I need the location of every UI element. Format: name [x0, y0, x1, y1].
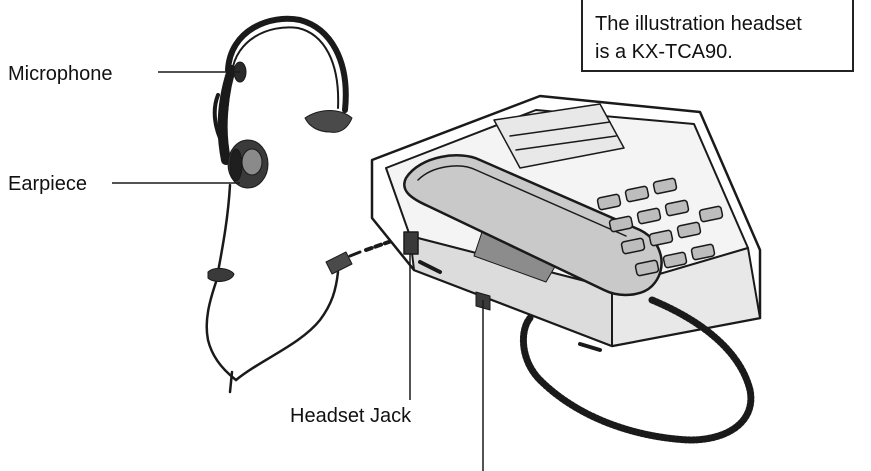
headset-jack-label: Headset Jack	[290, 406, 411, 426]
telephone-illustration	[372, 96, 760, 440]
note-line-1: The illustration headset	[595, 14, 802, 34]
note-line-2: is a KX-TCA90.	[595, 42, 733, 62]
note-box: The illustration headset is a KX-TCA90.	[581, 0, 854, 72]
earpiece-label: Earpiece	[8, 174, 87, 194]
microphone-label: Microphone	[8, 64, 113, 84]
